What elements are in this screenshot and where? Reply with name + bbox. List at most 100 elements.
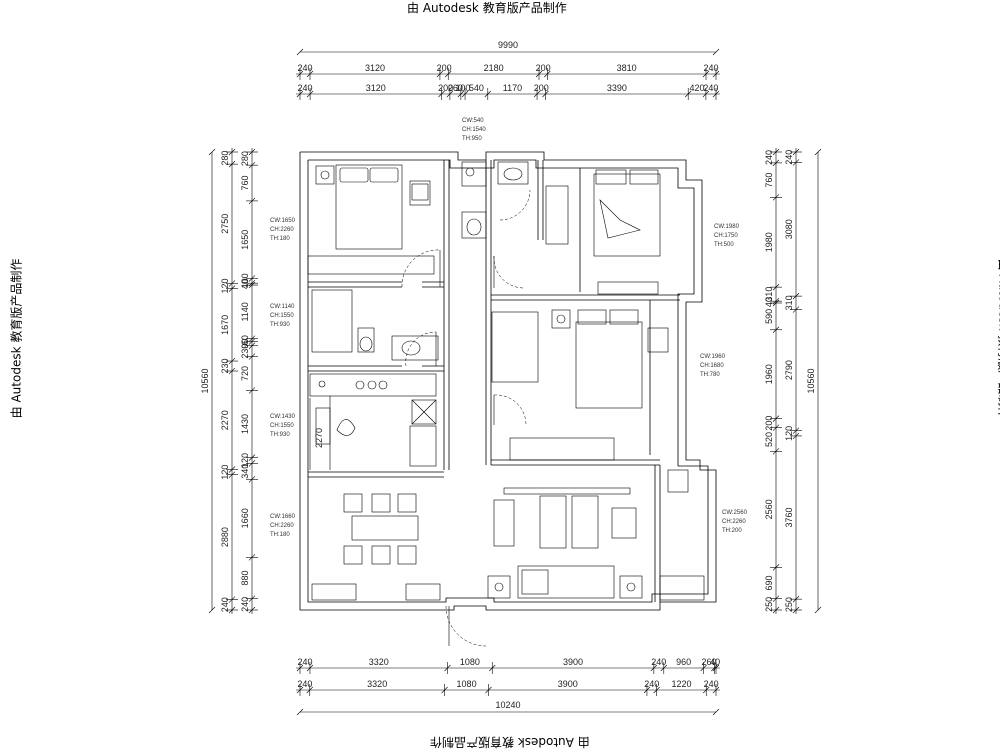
dimension-lines	[208, 48, 822, 716]
top-dim-1: 3120	[365, 63, 385, 73]
right-dim-2: 3760	[784, 508, 794, 528]
room-label-4: CH:2260	[270, 523, 294, 529]
top-dim-1: 2180	[484, 63, 504, 73]
left-dim-2: 760	[240, 176, 250, 191]
room-label-1: CH:2260	[270, 227, 294, 233]
right-dim-2: 310	[784, 295, 794, 310]
right-dim-1: 2560	[764, 499, 774, 519]
room-label-5: CH:1540	[462, 127, 486, 133]
left-total-dim: 10560	[200, 368, 210, 393]
right-dim-2: 3080	[784, 219, 794, 239]
bottom-dim-1: 3900	[563, 657, 583, 667]
top-dim-2: 260	[448, 83, 463, 93]
right-dim-1: 1960	[764, 364, 774, 384]
bottom-dim-1: 40	[710, 657, 720, 667]
room-label-2: TH:930	[270, 322, 290, 328]
right-dim-2: 240	[784, 150, 794, 165]
kitchen-dim: 2270	[314, 428, 324, 448]
left-dim-2: 1650	[240, 230, 250, 250]
top-dim-2: 200	[534, 83, 549, 93]
room-label-6: TH:500	[714, 242, 734, 248]
right-dim-1: 690	[764, 576, 774, 591]
room-label-8: TH:200	[722, 528, 742, 534]
left-dim-2: 720	[240, 366, 250, 381]
room-label-6: CH:1750	[714, 233, 738, 239]
top-dim-1: 3810	[617, 63, 637, 73]
top-dim-2: 100	[455, 83, 470, 93]
bottom-dim-2: 240	[644, 679, 659, 689]
left-dim-2: 230	[240, 344, 250, 359]
left-dim-2: 1430	[240, 414, 250, 434]
bottom-dim-1: 1080	[460, 657, 480, 667]
left-dim-2: 1140	[240, 302, 250, 321]
left-dim-2: 340	[240, 464, 250, 479]
top-total-dim: 9990	[498, 40, 518, 50]
room-label-7: CW:1960	[700, 354, 726, 360]
room-label-4: CW:1660	[270, 514, 296, 520]
room-label-5: TH:950	[462, 136, 482, 142]
doors	[401, 189, 531, 647]
left-dim-2: 60	[240, 335, 250, 345]
room-label-2: CW:1140	[270, 304, 295, 310]
room-label-6: CW:1980	[714, 224, 740, 230]
room-label-8: CH:2260	[722, 519, 746, 525]
right-dim-1: 200	[764, 416, 774, 431]
left-dim-2: 100	[240, 273, 250, 288]
room-label-3: TH:930	[270, 432, 290, 438]
room-label-7: TH:780	[700, 372, 720, 378]
top-dim-2: 240	[298, 83, 313, 93]
left-dim-1: 2270	[220, 410, 230, 430]
bottom-dim-2: 3320	[367, 679, 387, 689]
bottom-dim-1: 260	[701, 657, 716, 667]
left-dim-1: 2750	[220, 214, 230, 234]
top-dim-1: 200	[437, 63, 452, 73]
left-dim-2: 880	[240, 571, 250, 586]
right-dim-2: 2790	[784, 360, 794, 380]
room-label-3: CW:1430	[270, 414, 296, 420]
left-dim-1: 240	[220, 597, 230, 612]
room-label-1: TH:180	[270, 236, 290, 242]
walls	[299, 151, 717, 611]
right-total-dim: 10560	[806, 368, 816, 393]
bottom-dim-2: 3900	[558, 679, 578, 689]
left-dim-2: 120	[240, 453, 250, 468]
door-leaves	[435, 250, 495, 646]
right-dim-1: 590	[764, 309, 774, 324]
right-dim-1: 1980	[764, 232, 774, 252]
left-dim-2: 90	[240, 339, 250, 349]
right-dim-1: 240	[764, 150, 774, 165]
bottom-dim-2: 1080	[457, 679, 477, 689]
left-dim-2: 280	[240, 151, 250, 166]
right-dim-2: 120	[784, 426, 794, 441]
right-dim-2: 250	[784, 597, 794, 612]
left-dim-2: 240	[240, 597, 250, 612]
left-dim-1: 120	[220, 465, 230, 480]
left-dim-2: 40	[240, 279, 250, 289]
left-dim-2: 1660	[240, 508, 250, 528]
right-dim-1: 310	[764, 287, 774, 302]
watermark-top: 由 Autodesk 教育版产品制作	[407, 1, 567, 15]
top-dim-2: 3120	[366, 83, 386, 93]
right-dim-1: 760	[764, 173, 774, 188]
bottom-dim-2: 1220	[671, 679, 691, 689]
left-dim-1: 230	[220, 359, 230, 374]
room-label-3: CH:1550	[270, 423, 294, 429]
top-dim-2: 200	[438, 83, 453, 93]
top-dim-1: 200	[536, 63, 551, 73]
room-labels: CW:1650CH:2260TH:180CW:1140CH:1550TH:930…	[270, 118, 748, 538]
room-label-8: CW:2560	[722, 510, 748, 516]
top-dim-2: 1170	[503, 83, 522, 93]
top-dim-2: 3390	[607, 83, 627, 93]
right-dim-1: 40	[764, 297, 774, 307]
left-dim-1: 2880	[220, 527, 230, 547]
right-dim-1: 520	[764, 432, 774, 447]
room-label-4: TH:180	[270, 532, 290, 538]
bottom-dim-1: 240	[297, 657, 312, 667]
room-label-1: CW:1650	[270, 218, 296, 224]
left-dim-1: 1670	[220, 315, 230, 335]
top-dim-2: 240	[703, 83, 718, 93]
bottom-dim-2: 240	[297, 679, 312, 689]
room-label-7: CH:1680	[700, 363, 724, 369]
bottom-dim-1: 240	[651, 657, 666, 667]
